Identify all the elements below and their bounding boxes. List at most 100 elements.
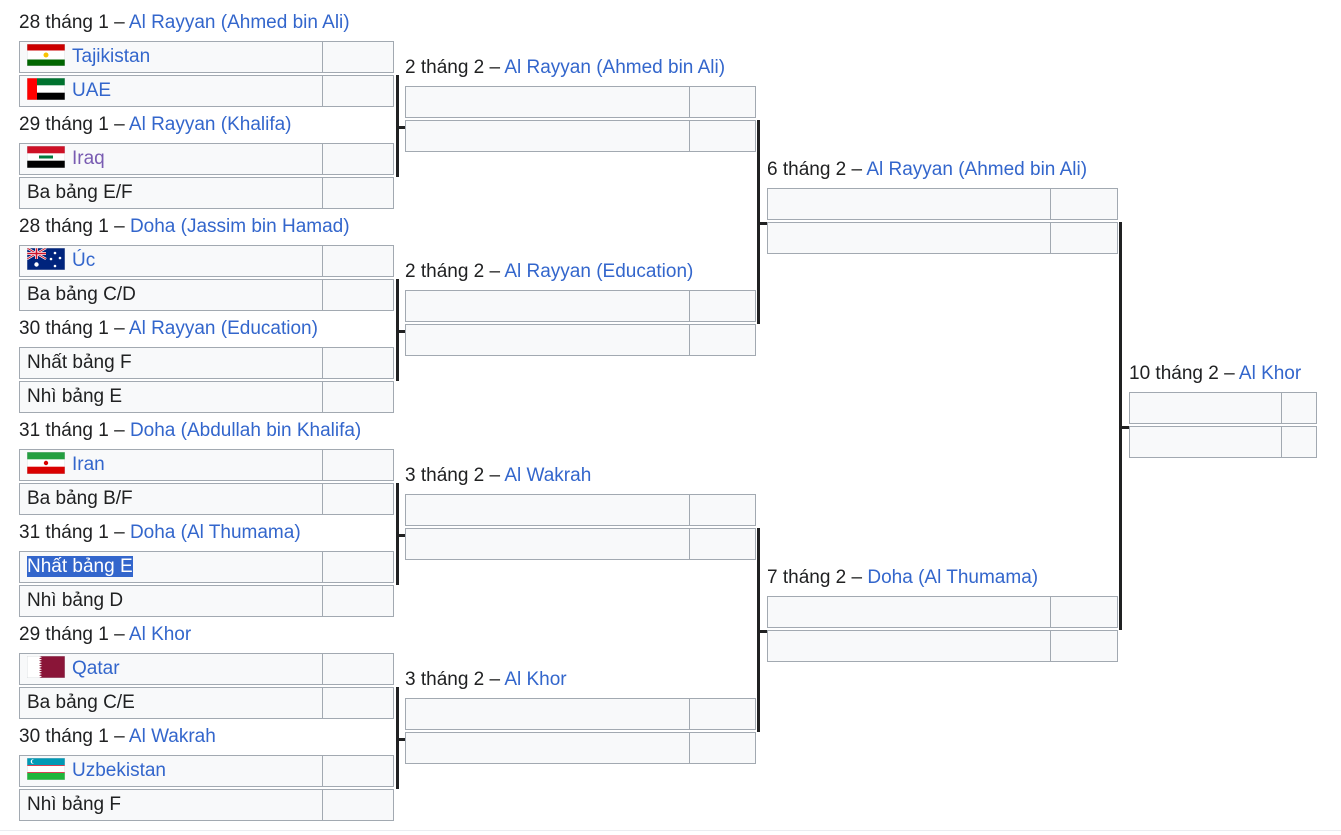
team-name: Ba bảng C/E: [27, 692, 135, 713]
bracket-connector-horizontal: [1119, 426, 1129, 429]
team-cell: Nhì bảng D: [19, 585, 323, 617]
score-cell: [323, 585, 394, 617]
team-cell: Iraq: [19, 143, 323, 175]
score-cell: [690, 732, 756, 764]
team-cell: [405, 698, 690, 730]
venue-link[interactable]: Al Wakrah: [504, 465, 592, 486]
team-row: Nhì bảng E: [19, 381, 394, 413]
score-cell: [323, 245, 394, 277]
team-row: Ba bảng E/F: [19, 177, 394, 209]
bottom-divider: [0, 830, 1341, 831]
team-row: [767, 630, 1118, 662]
uae-flag-icon: [27, 78, 65, 101]
team-row: [405, 494, 756, 526]
team-cell: [767, 188, 1051, 220]
match-date: 31 tháng 1: [19, 522, 109, 543]
score-cell: [323, 279, 394, 311]
team-row: Nhì bảng D: [19, 585, 394, 617]
team-cell: Nhất bảng F: [19, 347, 323, 379]
team-row: Nhất bảng F: [19, 347, 394, 379]
score-cell: [323, 653, 394, 685]
score-cell: [323, 789, 394, 821]
iran-flag-icon: [27, 452, 65, 475]
team-cell: [405, 528, 690, 560]
match-date: 7 tháng 2: [767, 567, 847, 588]
team-name[interactable]: Qatar: [72, 658, 120, 679]
venue-link[interactable]: Doha (Al Thumama): [867, 567, 1039, 588]
score-cell: [323, 483, 394, 515]
match-date: 31 tháng 1: [19, 420, 109, 441]
team-name[interactable]: Iran: [72, 454, 105, 475]
bracket-connector-horizontal: [396, 534, 405, 537]
match-header: 2 tháng 2 – Al Rayyan (Education): [405, 260, 693, 284]
match-header: 10 tháng 2 – Al Khor: [1129, 362, 1301, 386]
team-name[interactable]: Tajikistan: [72, 46, 151, 67]
score-cell: [323, 347, 394, 379]
venue-link[interactable]: Al Khor: [504, 669, 567, 690]
team-name: Nhì bảng E: [27, 386, 123, 407]
match-date: 28 tháng 1: [19, 12, 109, 33]
score-cell: [1051, 596, 1118, 628]
team-row: Tajikistan: [19, 41, 394, 73]
team-cell: Ba bảng E/F: [19, 177, 323, 209]
team-row: [405, 698, 756, 730]
dash-separator: –: [108, 522, 130, 543]
score-cell: [690, 120, 756, 152]
venue-link[interactable]: Al Rayyan (Khalifa): [128, 114, 292, 135]
bracket-connector-horizontal: [396, 330, 405, 333]
venue-link[interactable]: Doha (Jassim bin Hamad): [129, 216, 350, 237]
venue-link[interactable]: Al Rayyan (Ahmed bin Ali): [866, 159, 1088, 180]
team-cell: [405, 290, 690, 322]
team-row: UAE: [19, 75, 394, 107]
match-header: 3 tháng 2 – Al Wakrah: [405, 464, 591, 488]
team-row: [1129, 392, 1317, 424]
venue-link[interactable]: Al Wakrah: [128, 726, 216, 747]
venue-link[interactable]: Al Rayyan (Ahmed bin Ali): [128, 12, 350, 33]
team-name[interactable]: Iraq: [72, 148, 105, 169]
match-header: 7 tháng 2 – Doha (Al Thumama): [767, 566, 1038, 590]
venue-link[interactable]: Al Rayyan (Education): [128, 318, 318, 339]
score-cell: [690, 86, 756, 118]
team-cell: [405, 732, 690, 764]
score-cell: [690, 290, 756, 322]
team-cell: [405, 120, 690, 152]
team-cell: [405, 494, 690, 526]
team-cell: Ba bảng C/D: [19, 279, 323, 311]
dash-separator: –: [484, 465, 505, 486]
score-cell: [323, 41, 394, 73]
venue-link[interactable]: Doha (Al Thumama): [129, 522, 301, 543]
team-cell: Qatar: [19, 653, 323, 685]
team-row: Ba bảng C/E: [19, 687, 394, 719]
team-cell: [767, 630, 1051, 662]
team-name[interactable]: Uzbekistan: [72, 760, 166, 781]
team-cell: Ba bảng B/F: [19, 483, 323, 515]
team-row: [767, 596, 1118, 628]
venue-link[interactable]: Doha (Abdullah bin Khalifa): [129, 420, 362, 441]
team-name[interactable]: Úc: [72, 250, 96, 271]
team-name: Nhất bảng F: [27, 352, 132, 373]
team-row: Nhì bảng F: [19, 789, 394, 821]
score-cell: [323, 755, 394, 787]
match-header: 29 tháng 1 – Al Rayyan (Khalifa): [19, 113, 292, 137]
venue-link[interactable]: Al Khor: [1238, 363, 1302, 384]
dash-separator: –: [1218, 363, 1239, 384]
score-cell: [323, 687, 394, 719]
venue-link[interactable]: Al Khor: [128, 624, 192, 645]
team-name: Nhì bảng F: [27, 794, 121, 815]
match-header: 28 tháng 1 – Al Rayyan (Ahmed bin Ali): [19, 11, 350, 35]
venue-link[interactable]: Al Rayyan (Education): [504, 261, 694, 282]
match-date: 30 tháng 1: [19, 726, 109, 747]
team-name: Ba bảng C/D: [27, 284, 136, 305]
score-cell: [1051, 222, 1118, 254]
team-row: [405, 732, 756, 764]
team-name[interactable]: UAE: [72, 80, 112, 101]
score-cell: [1051, 630, 1118, 662]
dash-separator: –: [108, 318, 129, 339]
score-cell: [1282, 426, 1317, 458]
venue-link[interactable]: Al Rayyan (Ahmed bin Ali): [504, 57, 726, 78]
team-cell: [1129, 392, 1282, 424]
match-date: 3 tháng 2: [405, 669, 485, 690]
team-cell: [1129, 426, 1282, 458]
dash-separator: –: [108, 624, 129, 645]
team-cell: Nhì bảng E: [19, 381, 323, 413]
